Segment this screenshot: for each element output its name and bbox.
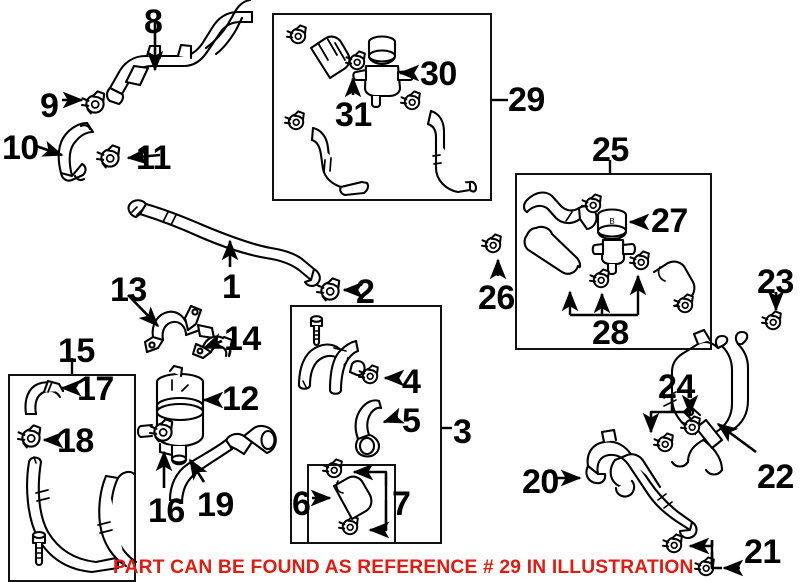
part-23-hose-clamp xyxy=(760,310,782,331)
part-10-coolant-hose-short xyxy=(57,121,95,182)
part-26-hose-clamp xyxy=(480,233,502,254)
part-2-hose-clamp xyxy=(315,277,341,302)
callout-7[interactable]: 7 xyxy=(392,485,411,523)
callout-3[interactable]: 3 xyxy=(453,413,472,451)
callout-30[interactable]: 30 xyxy=(420,55,457,93)
group-box-29 xyxy=(272,13,492,201)
callout-5[interactable]: 5 xyxy=(402,402,421,440)
callout-22[interactable]: 22 xyxy=(757,458,794,496)
callout-23[interactable]: 23 xyxy=(757,263,794,301)
part-16-hose-clamp xyxy=(148,418,174,443)
callout-20[interactable]: 20 xyxy=(522,463,559,501)
callout-29[interactable]: 29 xyxy=(508,81,545,119)
callout-27[interactable]: 27 xyxy=(651,202,688,240)
callout-13[interactable]: 13 xyxy=(110,271,147,309)
callout-19[interactable]: 19 xyxy=(197,486,234,524)
callout-21[interactable]: 21 xyxy=(744,533,781,571)
callout-11[interactable]: 11 xyxy=(136,139,171,177)
callout-8[interactable]: 8 xyxy=(144,3,163,41)
part-20-coolant-hose-assembly xyxy=(585,428,698,540)
callout-18[interactable]: 18 xyxy=(57,422,94,460)
svg-text:B: B xyxy=(609,217,614,226)
callout-17[interactable]: 17 xyxy=(77,370,114,408)
group-box-15 xyxy=(8,374,136,582)
callout-15[interactable]: 15 xyxy=(58,332,95,370)
part-13-hose-bracket xyxy=(143,304,216,354)
callout-26[interactable]: 26 xyxy=(478,279,515,317)
part-9-hose-clamp xyxy=(80,90,106,115)
callout-6[interactable]: 6 xyxy=(292,485,311,523)
callout-28[interactable]: 28 xyxy=(592,314,629,352)
part-8-coolant-pipe-assembly xyxy=(105,0,254,106)
callout-9[interactable]: 9 xyxy=(40,87,59,125)
group-box-25-contents: B xyxy=(522,191,696,314)
callout-24[interactable]: 24 xyxy=(658,368,695,406)
callout-31[interactable]: 31 xyxy=(335,96,372,134)
reference-note: PART CAN BE FOUND AS REFERENCE # 29 IN I… xyxy=(113,556,694,578)
callout-12[interactable]: 12 xyxy=(222,380,259,418)
callout-14[interactable]: 14 xyxy=(224,320,261,358)
callout-2[interactable]: 2 xyxy=(356,273,375,311)
group-box-29-contents xyxy=(283,24,478,197)
group-box-7 xyxy=(307,464,396,544)
callout-16[interactable]: 16 xyxy=(148,492,185,530)
callout-10[interactable]: 10 xyxy=(2,129,39,167)
callout-4[interactable]: 4 xyxy=(402,363,421,401)
group-box-3-contents xyxy=(297,315,383,536)
group-box-15-contents xyxy=(16,379,138,574)
group-box-25 xyxy=(515,173,712,350)
part-11-hose-clamp xyxy=(95,144,121,169)
callout-1[interactable]: 1 xyxy=(222,268,241,306)
part-27-thermostat-valve: B xyxy=(591,208,637,276)
part-12-auxiliary-water-pump xyxy=(136,364,205,466)
callout-25[interactable]: 25 xyxy=(592,131,629,169)
